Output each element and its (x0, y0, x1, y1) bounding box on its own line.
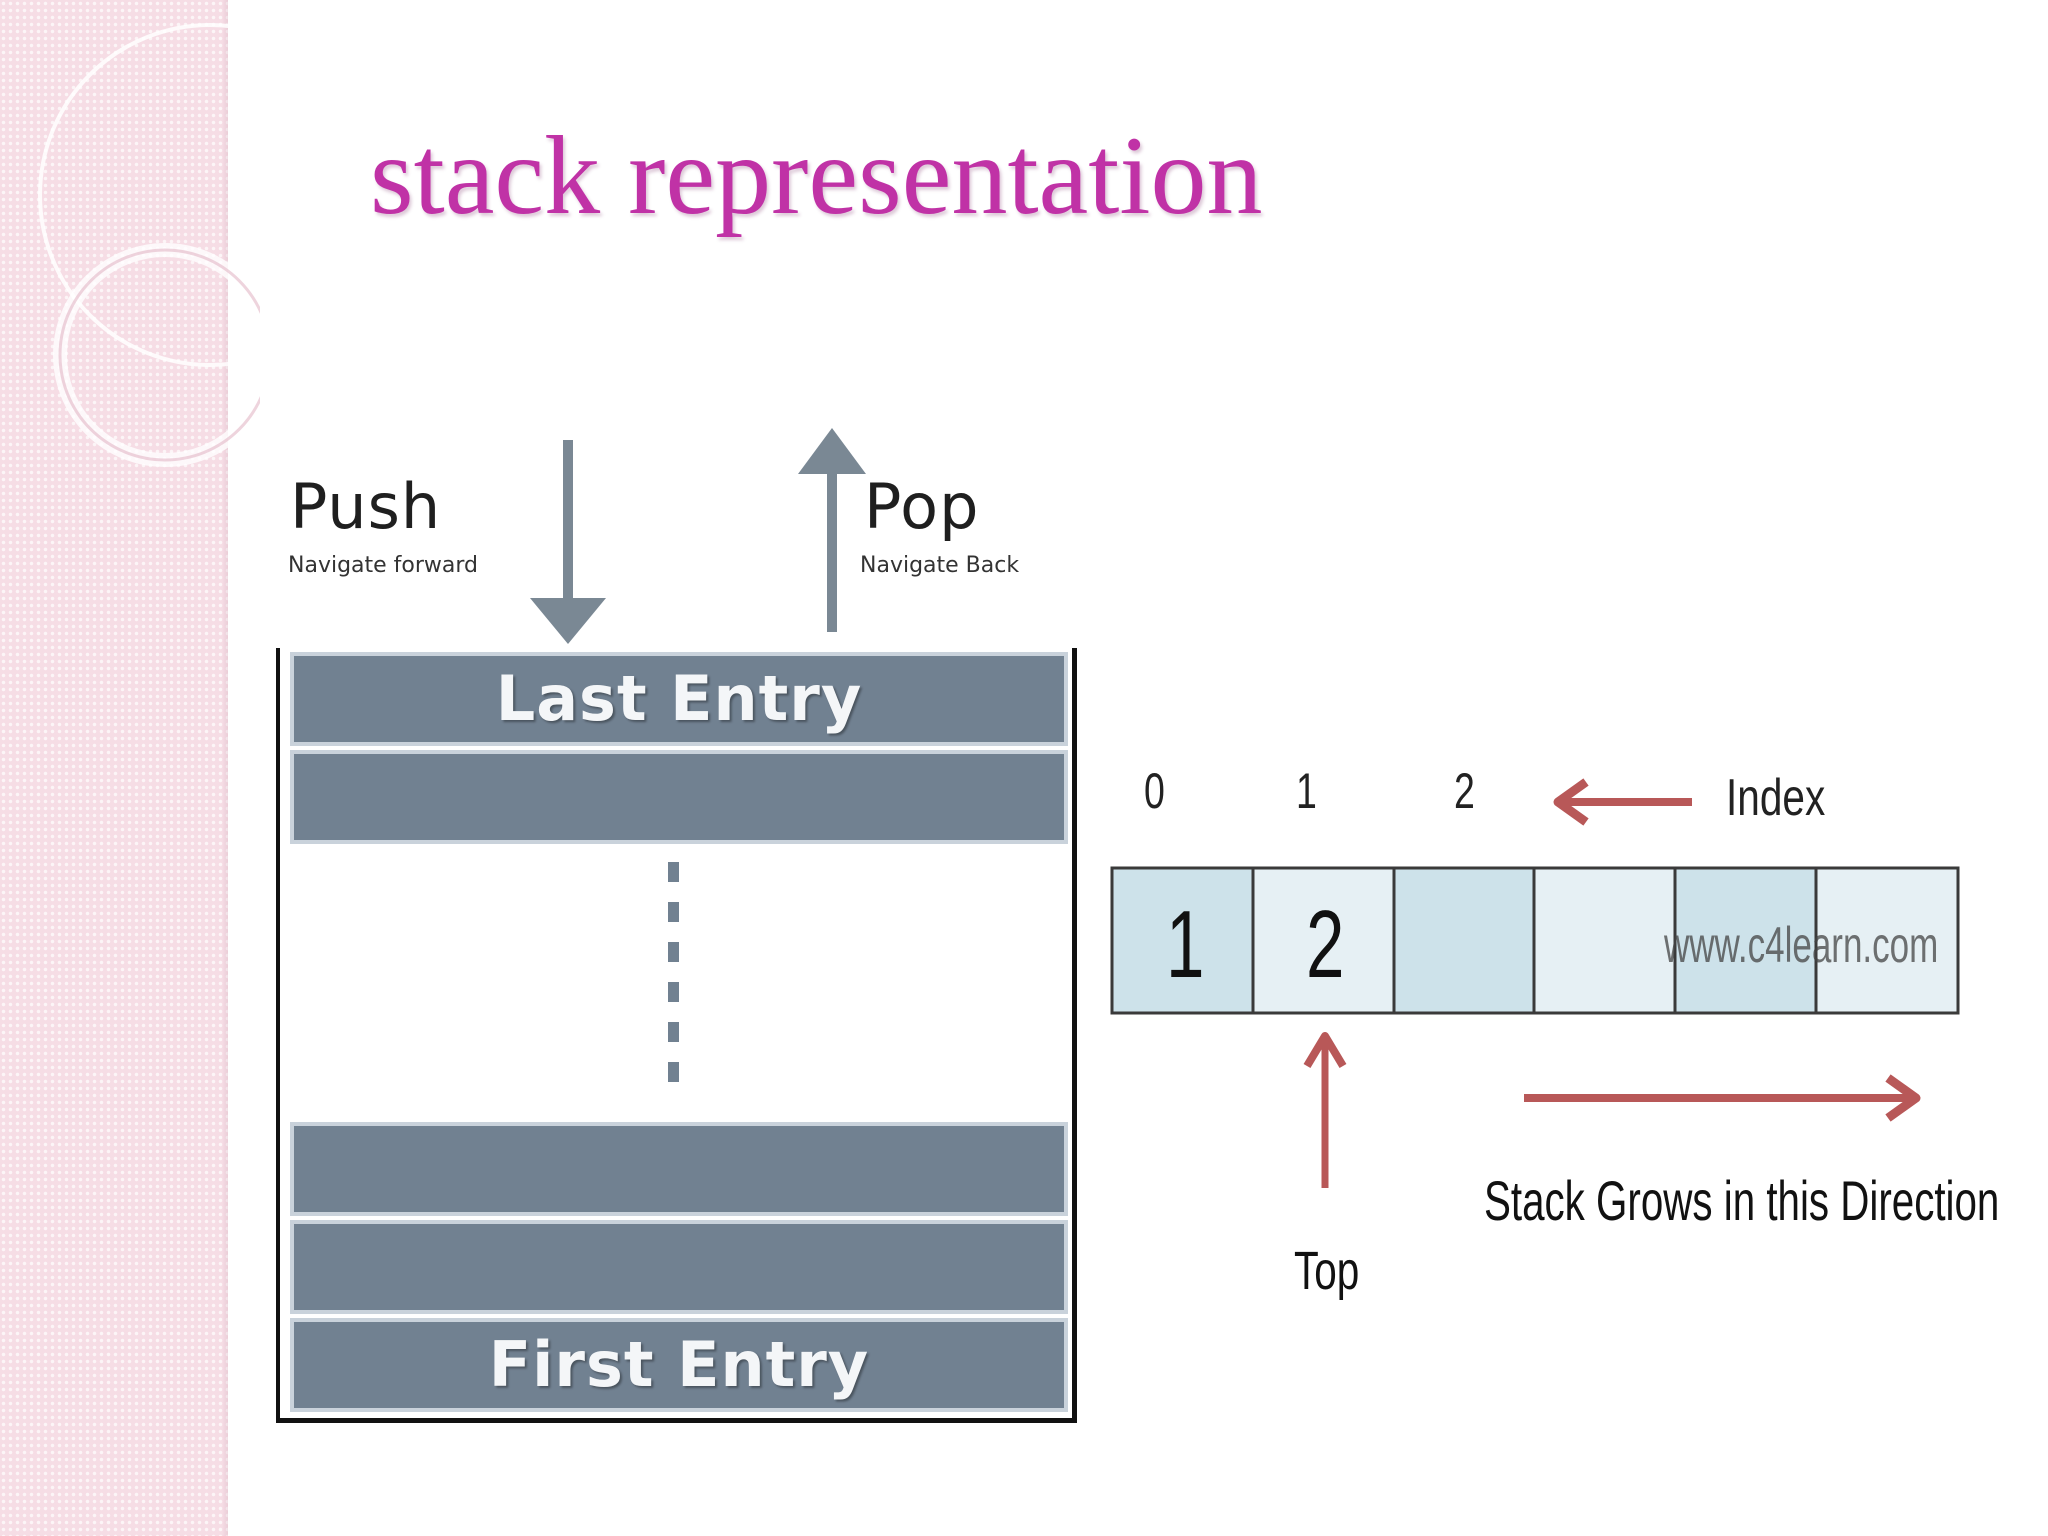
index-label-2: 2 (1454, 763, 1475, 819)
growth-direction-label: Stack Grows in this Direction (1484, 1169, 2000, 1232)
ellipsis-dots-icon (668, 862, 679, 1082)
pop-label: Pop (864, 470, 980, 543)
push-pop-arrows (530, 428, 866, 644)
watermark: www.c4learn.com (1664, 917, 1939, 973)
stack-slot (294, 754, 1064, 840)
slide-title: stack representation (370, 114, 1263, 238)
push-down-arrow-icon (530, 440, 606, 644)
stack-diagram: Push Navigate forward Pop Navigate Back … (270, 420, 1090, 1440)
push-label: Push (290, 470, 442, 543)
array-diagram: 0 1 2 Index 1 2 (1100, 740, 2000, 1340)
top-label: Top (1294, 1241, 1360, 1301)
index-label-1: 1 (1296, 763, 1317, 819)
first-entry-slot: First Entry (294, 1322, 1064, 1408)
array-graphics (1110, 778, 1960, 1188)
pop-up-arrow-icon (798, 428, 866, 632)
index-label-0: 0 (1144, 763, 1165, 819)
index-caption: Index (1726, 769, 1826, 827)
array-cell-value-1: 1 (1166, 891, 1205, 998)
stack-slot (294, 1224, 1064, 1310)
pop-sublabel: Navigate Back (860, 553, 1020, 578)
top-pointer-arrow-icon (1303, 1032, 1347, 1188)
stack-slot (294, 1126, 1064, 1212)
stack-frame: Last Entry First Entry (276, 648, 1077, 1423)
index-pointer-arrow-icon (1553, 778, 1692, 826)
push-sublabel: Navigate forward (288, 553, 479, 578)
array-cell-value-2: 2 (1306, 891, 1345, 998)
array-cells (1110, 866, 1960, 1015)
decorative-rings (38, 23, 260, 467)
growth-direction-arrow-icon (1524, 1074, 1921, 1122)
last-entry-slot: Last Entry (294, 656, 1064, 742)
